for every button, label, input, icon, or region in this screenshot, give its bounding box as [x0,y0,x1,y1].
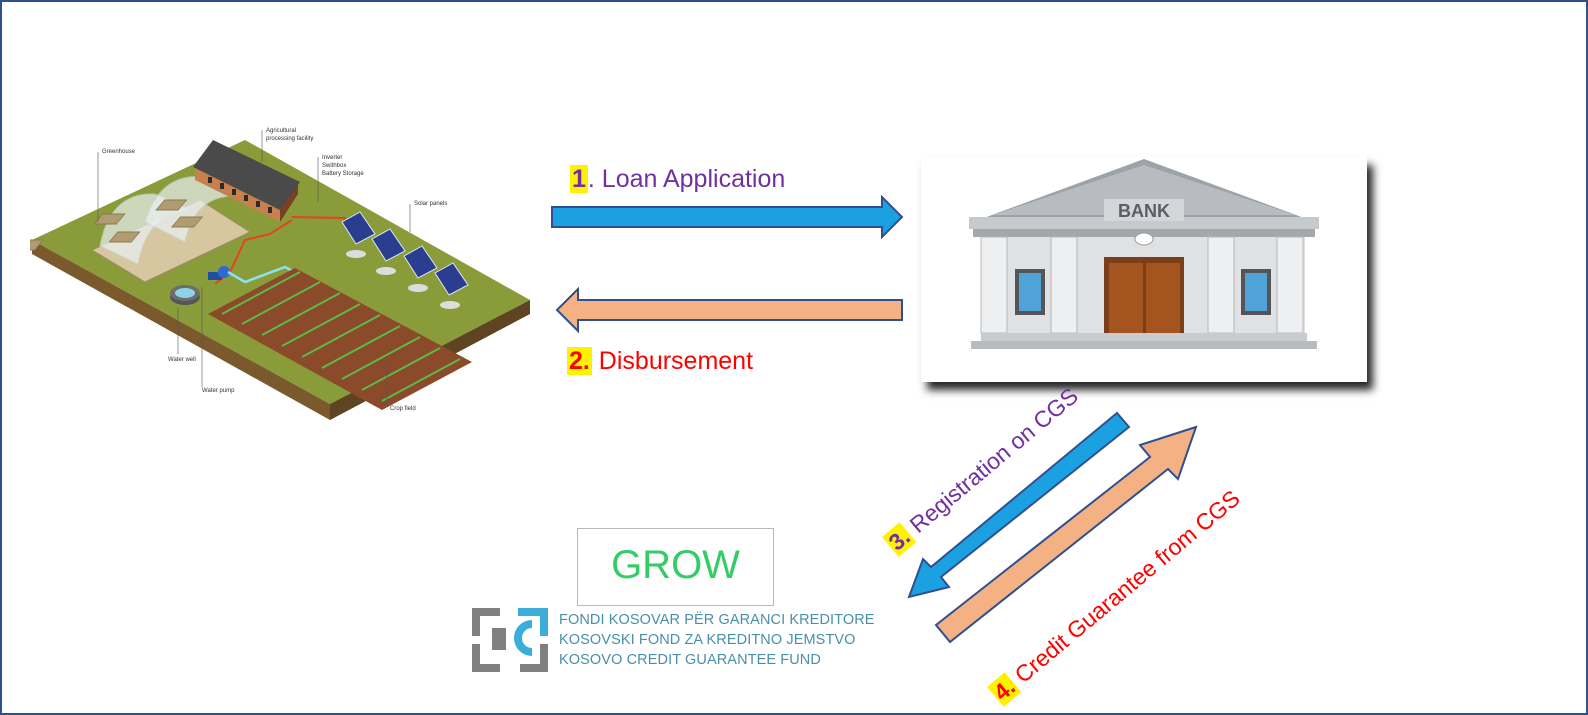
inverter-label-line3: Battery Storage [322,171,364,177]
processing-label-line2: processing facility [266,136,313,142]
water-pump-icon [208,266,230,280]
bank-sign: BANK [1118,201,1170,221]
water-pump-label: Water pump [202,388,235,394]
processing-label-line1: Agricultural [266,128,296,134]
processing-facility-icon [193,140,300,222]
bank-panel: BANK [921,157,1367,382]
loan-application-arrow [551,195,904,239]
greenhouse-label: Greenhouse [102,149,136,155]
inverter-label-line2: Swithbox [322,163,346,169]
inverter-label-line1: Inverter [322,155,342,161]
grow-title: GROW [611,543,740,587]
step-1-label: 1. Loan Application [570,165,785,194]
disbursement-arrow [555,287,903,333]
step-2-number: 2. [567,347,592,375]
farm-illustration: Greenhouse Agricultural processing facil… [30,128,530,420]
credit-guarantee-arrow [934,425,1198,644]
grow-box: GROW [577,528,774,606]
fund-logo [472,608,548,672]
crop-field-icon [208,268,472,410]
step-2-label: 2. Disbursement [567,347,753,376]
crop-field-label: Crop field [390,406,416,412]
water-well-label: Water well [168,357,196,363]
fund-name-albanian: FONDI KOSOVAR PËR GARANCI KREDITORE [559,612,875,628]
bank-building-icon: BANK [969,159,1319,349]
registration-arrow [907,411,1131,599]
greenhouse-icon [30,176,252,283]
solar-label: Solar panels [414,201,447,207]
step-1-number: 1 [570,165,588,193]
fund-name-serbian: KOSOVSKI FOND ZA KREDITNO JEMSTVO [559,632,856,648]
solar-panels-icon [341,211,469,296]
step-1-text: . Loan Application [587,165,786,193]
step-2-text: Disbursement [591,347,754,375]
water-well-icon [170,285,200,305]
fund-name-english: KOSOVO CREDIT GUARANTEE FUND [559,652,821,668]
